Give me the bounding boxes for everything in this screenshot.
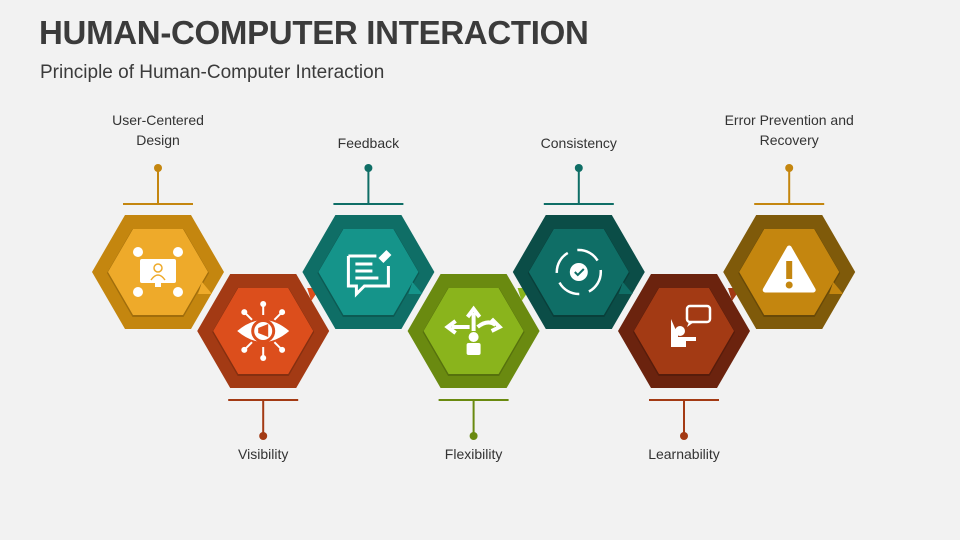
warning-icon	[762, 245, 816, 293]
label-learnability: Learnability	[648, 446, 720, 462]
user-monitor-network-icon	[133, 247, 183, 297]
chat-edit-icon	[346, 250, 392, 298]
hexagon-visibility	[197, 274, 330, 388]
connector	[649, 399, 719, 440]
hexagon-error-prevention-and-recovery	[723, 215, 856, 329]
connector	[543, 164, 614, 205]
label-consistency: Consistency	[540, 135, 617, 151]
hexagon-tab	[829, 282, 844, 294]
person-arrows-icon	[444, 305, 503, 355]
hexagon-flexibility	[407, 274, 540, 388]
connector	[438, 399, 509, 440]
eye-megaphone-icon	[237, 301, 290, 361]
label-feedback: Feedback	[337, 135, 400, 151]
page-subtitle: Principle of Human-Computer Interaction	[40, 62, 385, 83]
hexagon-user-centered-design	[92, 215, 224, 329]
connector	[123, 164, 193, 205]
label-visibility: Visibility	[238, 446, 289, 462]
connector	[754, 164, 825, 205]
hexagon-tab	[408, 282, 423, 294]
hexagon-consistency	[512, 215, 645, 329]
cycle-check-icon	[555, 248, 603, 296]
label-flexibility: Flexibility	[444, 446, 503, 462]
connector	[228, 399, 299, 440]
page-title: HUMAN-COMPUTER INTERACTION	[39, 14, 589, 51]
teacher-speech-icon	[671, 304, 712, 347]
hexagon-tab	[618, 282, 633, 294]
hexagon-tab	[198, 282, 212, 294]
connector	[333, 164, 404, 205]
hexagon-feedback	[302, 215, 435, 329]
hexagon-learnability	[618, 274, 750, 388]
